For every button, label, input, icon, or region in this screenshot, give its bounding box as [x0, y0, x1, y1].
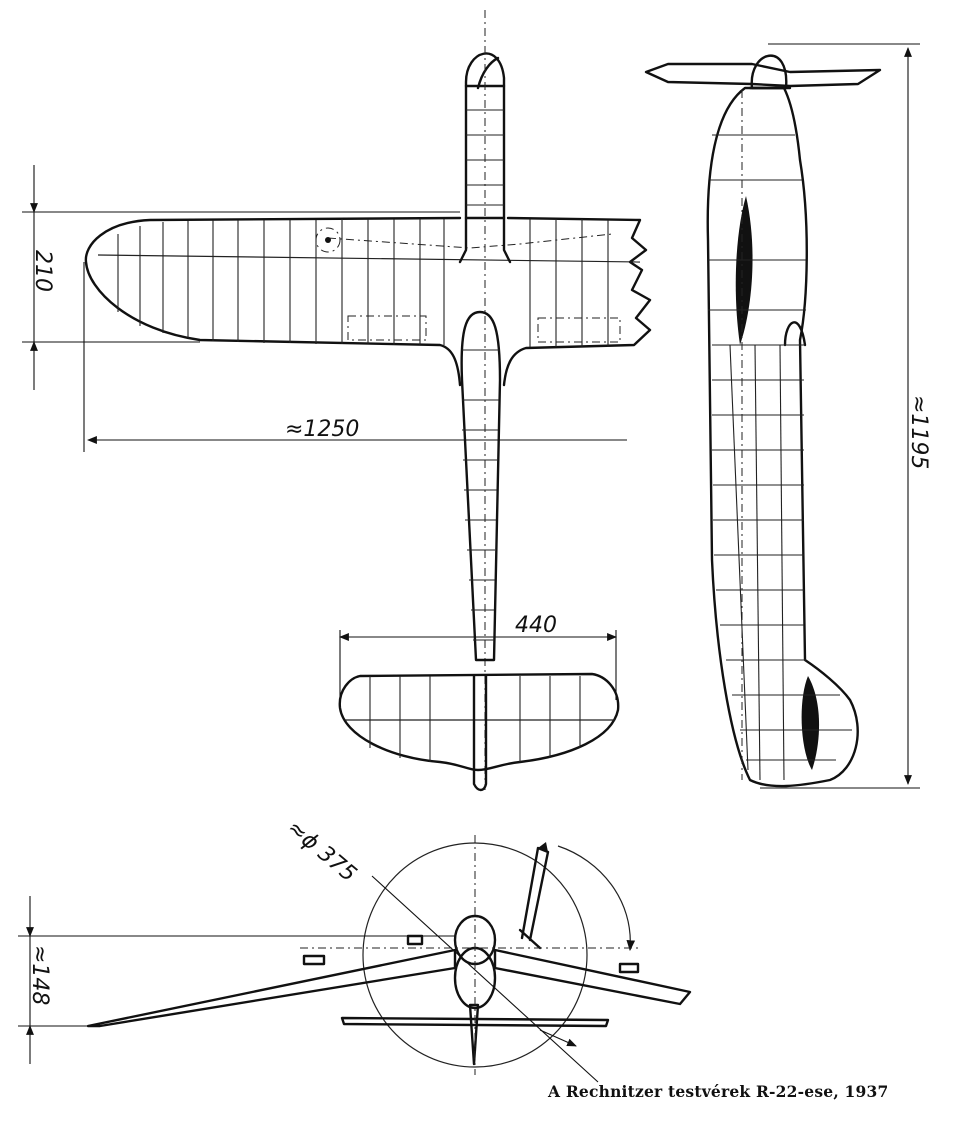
- side-fuselage: [706, 86, 859, 788]
- tail-span-label: 440: [515, 613, 557, 638]
- dimension-chord: 210: [22, 165, 460, 390]
- dimension-height: ≈148: [18, 896, 456, 1064]
- front-tailplane: [340, 1016, 610, 1028]
- top-view: [84, 10, 652, 792]
- chord-label: 210: [30, 250, 55, 292]
- side-view: [644, 54, 882, 788]
- right-wing: [502, 216, 652, 387]
- propeller-diameter-label: ≈ϕ 375: [282, 815, 361, 887]
- left-wing: [84, 216, 462, 387]
- servo-wheel: [315, 227, 341, 253]
- front-left-wing: [86, 948, 457, 1028]
- side-frames: [708, 134, 852, 781]
- left-wing-ribs: [117, 219, 445, 345]
- canopy: [735, 196, 753, 345]
- height-label: ≈148: [27, 945, 52, 1005]
- half-span-label: ≈1250: [285, 417, 359, 442]
- front-view: ≈ϕ 375: [86, 815, 692, 1083]
- rudder: [801, 676, 820, 770]
- propeller: [644, 62, 882, 88]
- dimension-length: ≈1195: [760, 43, 931, 789]
- fuselage-rear: [460, 310, 502, 662]
- length-label: ≈1195: [906, 395, 931, 469]
- tail-ribs: [369, 676, 581, 762]
- dimension-tail-span: 440: [339, 613, 617, 700]
- fuselage-frames-rear: [462, 349, 500, 641]
- right-wing-ribs: [529, 219, 609, 347]
- dimension-half-span: ≈1250: [83, 262, 627, 452]
- fuselage-nose: [464, 52, 506, 220]
- horizontal-tail: [338, 672, 620, 772]
- caption: A Rechnitzer testvérek R-22-ese, 1937: [548, 1082, 889, 1101]
- front-right-wing: [493, 948, 692, 1006]
